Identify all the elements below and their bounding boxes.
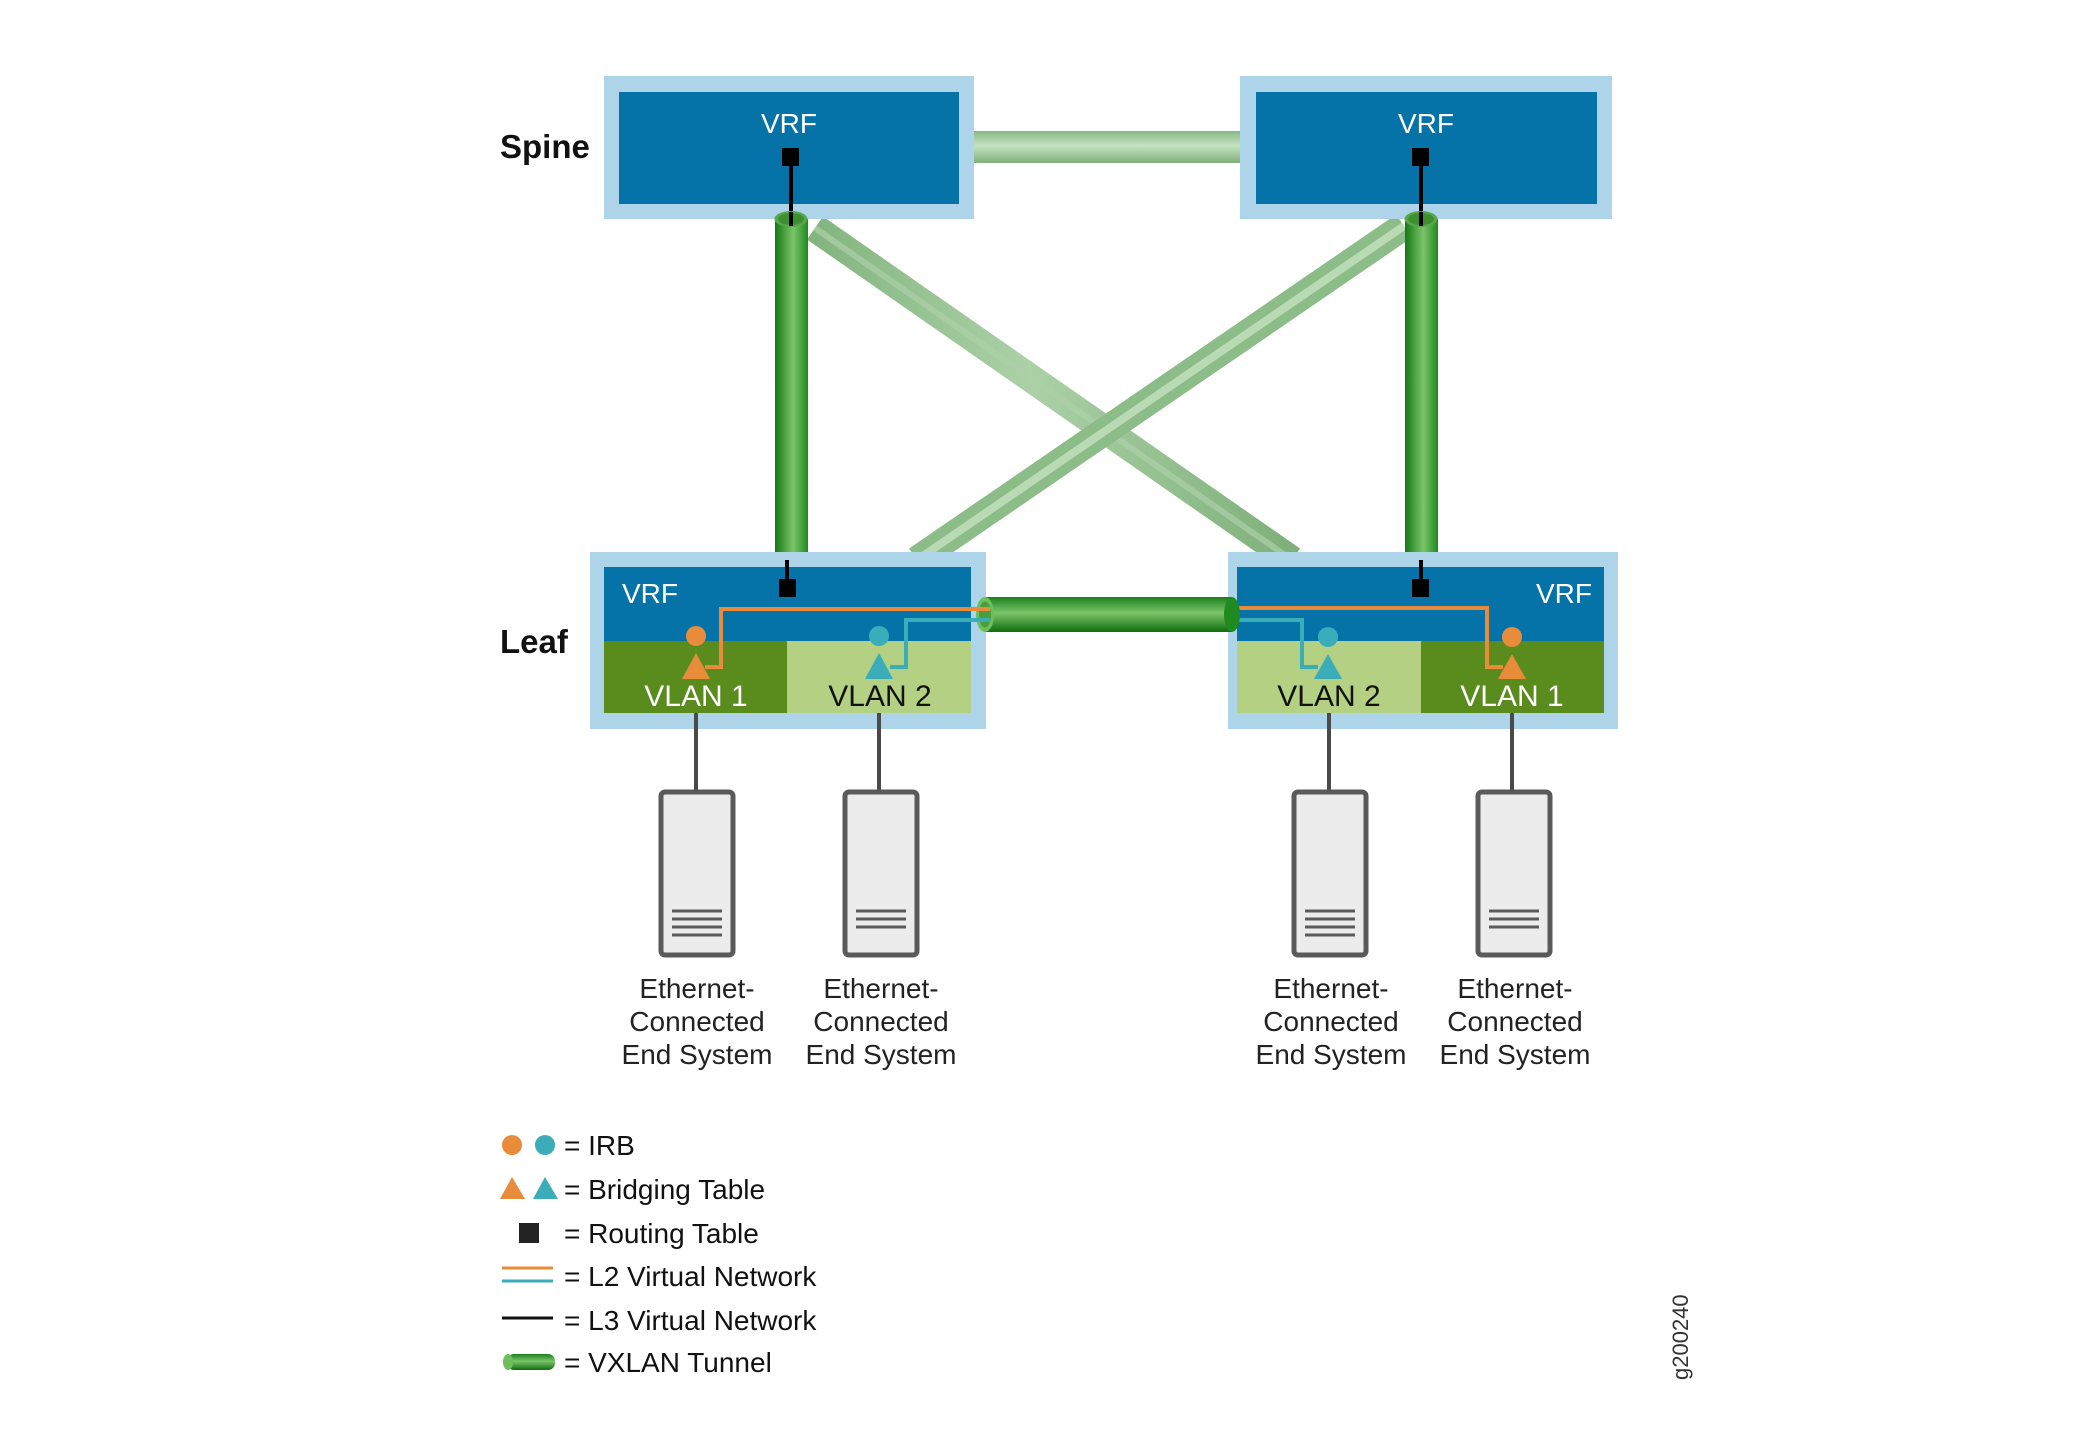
end-system-label-line: End System <box>1256 1039 1407 1070</box>
end-system-label-line: Connected <box>629 1006 764 1037</box>
legend-row-irb: = IRB <box>502 1130 635 1161</box>
routing-table-icon <box>1412 579 1429 597</box>
end-system-4[interactable]: Ethernet- Connected End System <box>1440 713 1591 1070</box>
spine-switch-1[interactable]: VRF <box>604 76 974 225</box>
irb-icon <box>1502 627 1522 647</box>
legend-row-routing: = Routing Table <box>519 1218 759 1249</box>
bridging-table-icon <box>1314 654 1342 679</box>
end-system-1[interactable]: Ethernet- Connected End System <box>622 713 773 1070</box>
server-icon <box>658 789 736 958</box>
bridging-table-icon <box>682 653 710 679</box>
figure-id: g200240 <box>1668 1294 1693 1380</box>
legend-label: = Bridging Table <box>564 1174 765 1205</box>
legend: = IRB = Bridging Table = Routing Table =… <box>500 1130 817 1378</box>
legend-row-bridging: = Bridging Table <box>500 1174 765 1205</box>
legend-label: = IRB <box>564 1130 635 1161</box>
leaf-1-vrf-label: VRF <box>622 578 678 609</box>
end-system-label-line: Ethernet- <box>1273 973 1388 1004</box>
spine-1-vrf-label: VRF <box>761 108 817 139</box>
server-icon <box>842 789 920 958</box>
irb-icon <box>686 626 706 646</box>
bridging-icon-teal <box>533 1177 558 1199</box>
server-icon <box>1475 789 1553 958</box>
legend-label: = Routing Table <box>564 1218 759 1249</box>
legend-label: = L2 Virtual Network <box>564 1261 817 1292</box>
routing-table-icon <box>519 1223 539 1243</box>
end-system-label-line: End System <box>1440 1039 1591 1070</box>
spine-switch-2[interactable]: VRF <box>1240 76 1612 225</box>
irb-icon <box>869 626 889 646</box>
legend-row-l2: = L2 Virtual Network <box>502 1261 817 1292</box>
tier-label-leaf: Leaf <box>500 623 569 660</box>
leaf-2-vlan-2-label: VLAN 2 <box>1277 680 1380 713</box>
irb-icon <box>1318 627 1338 647</box>
l2-path-vlan-2 <box>890 618 980 669</box>
tunnel-spine1-spine2 <box>970 131 1245 163</box>
end-system-label-line: Ethernet- <box>1457 973 1572 1004</box>
legend-row-vxlan: = VXLAN Tunnel <box>503 1347 772 1378</box>
leaf-switch-1[interactable]: VRF VLAN 1 VLAN 2 <box>590 552 986 729</box>
end-system-3[interactable]: Ethernet- Connected End System <box>1256 713 1407 1070</box>
leaf-switch-2[interactable]: VRF VLAN 2 VLAN 1 <box>1228 552 1618 729</box>
vxlan-tunnel-icon <box>507 1354 555 1370</box>
l2-path-vlan-1 <box>1228 606 1503 669</box>
end-system-label-line: Ethernet- <box>639 973 754 1004</box>
bridging-table-icon <box>1498 654 1526 679</box>
bridging-table-icon <box>865 653 893 679</box>
legend-label: = L3 Virtual Network <box>564 1305 817 1336</box>
end-system-label-line: Connected <box>813 1006 948 1037</box>
server-icon <box>1291 789 1369 958</box>
legend-label: = VXLAN Tunnel <box>564 1347 772 1378</box>
spine-2-vrf-label: VRF <box>1398 108 1454 139</box>
tunnel-spine2-leaf1 <box>909 214 1412 572</box>
routing-table-icon <box>779 579 796 597</box>
tunnel-spine1-leaf2 <box>807 216 1300 572</box>
tunnel-spine2-leaf2 <box>1404 211 1438 570</box>
l2-path-vlan-2 <box>1228 618 1318 669</box>
irb-icon-teal <box>535 1135 555 1155</box>
legend-row-l3: = L3 Virtual Network <box>502 1305 817 1336</box>
end-system-label-line: Connected <box>1447 1006 1582 1037</box>
tunnel-spine1-leaf1 <box>774 211 808 570</box>
routing-table-icon <box>782 148 799 166</box>
tunnel-leaf1-leaf2 <box>971 597 1240 632</box>
tier-label-spine: Spine <box>500 128 590 165</box>
leaf-1-vlan-1-label: VLAN 1 <box>644 680 747 713</box>
leaf-2-vlan-1-label: VLAN 1 <box>1460 680 1563 713</box>
end-system-label-line: End System <box>806 1039 957 1070</box>
irb-icon-orange <box>502 1135 522 1155</box>
l2-path-vlan-1 <box>705 607 980 669</box>
leaf-1-vlan-2-label: VLAN 2 <box>828 680 931 713</box>
bridging-icon-orange <box>500 1177 525 1199</box>
end-system-label-line: Ethernet- <box>823 973 938 1004</box>
leaf-2-vrf-label: VRF <box>1536 578 1592 609</box>
routing-table-icon <box>1412 148 1429 166</box>
end-system-label-line: End System <box>622 1039 773 1070</box>
end-system-label-line: Connected <box>1263 1006 1398 1037</box>
end-system-2[interactable]: Ethernet- Connected End System <box>806 713 957 1070</box>
